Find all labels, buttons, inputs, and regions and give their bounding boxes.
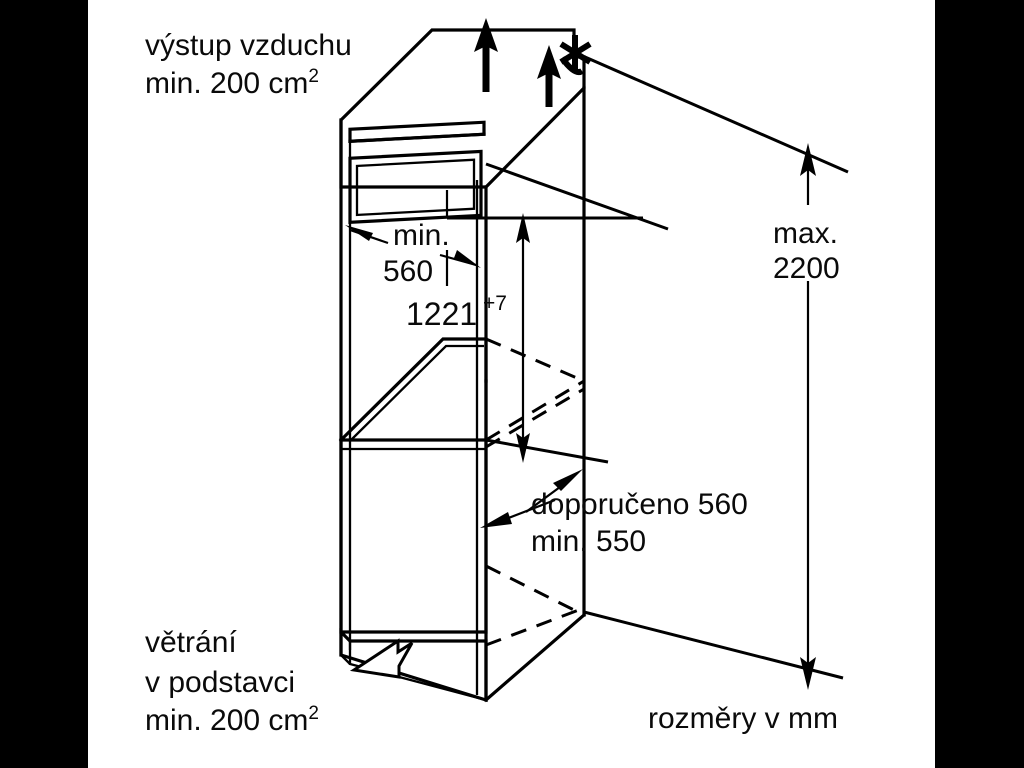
plinth-label-line3: min. 200 cm2 — [145, 703, 319, 737]
upper-opening-frame-outer — [348, 149, 483, 224]
middle-shelf-hidden-depth-bottom — [485, 379, 585, 442]
bottom-hidden-depth-b — [485, 606, 585, 647]
width-label-line2: 560 — [383, 255, 433, 288]
letterbox-left — [0, 0, 88, 768]
width-dim-arrow-right-icon — [454, 250, 481, 268]
diagram-canvas: min. 560 1221 +7 doporučeno 560 min. 550 — [88, 0, 935, 768]
plinth-airflow-arrow-icon — [349, 638, 414, 679]
bottom-hidden-depth-a — [485, 564, 585, 617]
depth-label-line2: min. 550 — [531, 525, 646, 558]
middle-shelf-hidden-depth-top — [485, 337, 585, 383]
middle-shelf-top-inner — [349, 344, 484, 442]
ext-line-upper-diag — [485, 162, 669, 231]
plinth-vent-block — [339, 628, 488, 703]
height-label-value: 1221 — [406, 296, 477, 332]
middle-shelf-front — [339, 379, 488, 442]
air-outlet-label-line2: min. 200 cm2 — [145, 66, 319, 100]
plinth-vent-corner — [340, 654, 351, 665]
max-height-arrow-bottom-icon — [800, 657, 816, 690]
dimension-depth: doporučeno 560 min. 550 — [480, 469, 748, 558]
middle-shelf-top-face — [338, 337, 488, 443]
depth-arrow-right-icon — [553, 469, 583, 491]
cabinet-bottom-right-edge — [483, 612, 587, 703]
height-label-tolerance: +7 — [483, 292, 507, 315]
ext-line-mid-diag — [485, 438, 609, 464]
air-outlet-arrows — [474, 18, 561, 107]
top-vent-slot-edge — [348, 132, 486, 143]
units-note: rozměry v mm — [648, 702, 838, 735]
air-arrow-2-head-icon — [537, 45, 561, 79]
width-label-line1: min. — [393, 219, 450, 252]
dimension-max-2200: max. 2200 — [766, 143, 906, 690]
extension-lines — [447, 55, 849, 680]
width-dim-arrow-left-icon — [345, 225, 373, 241]
middle-shelf-hidden-depth-bottom2 — [485, 387, 585, 449]
height-dim-arrow-bottom-icon — [516, 433, 530, 463]
depth-leader-upper — [525, 486, 561, 513]
air-outlet-label-line1: výstup vzduchu — [145, 29, 352, 62]
upper-opening-frame-inner — [355, 158, 476, 217]
ext-line-bottom-diag — [583, 610, 844, 680]
plinth-label-line1: větrání — [145, 626, 237, 659]
max-height-label-line2: 2200 — [773, 252, 840, 285]
letterbox-right — [935, 0, 1024, 768]
max-height-arrow-top-icon — [800, 143, 816, 176]
break-marker-icon — [559, 35, 592, 76]
air-outlet-label: výstup vzduchu min. 200 cm2 — [145, 29, 352, 100]
cabinet-outline — [338, 28, 587, 703]
plinth-label-line2: v podstavci — [145, 666, 295, 699]
installation-diagram: min. 560 1221 +7 doporučeno 560 min. 550 — [145, 18, 906, 737]
depth-arrow-left-icon — [480, 512, 512, 528]
lower-door-panel — [339, 438, 488, 634]
max-height-label-backdrop — [766, 205, 906, 281]
dimension-width-560: min. 560 — [345, 190, 481, 288]
break-marker-curve — [559, 56, 584, 76]
height-dim-arrow-top-icon — [516, 213, 530, 243]
ext-line-top — [584, 55, 849, 174]
air-arrow-1-head-icon — [474, 18, 498, 52]
plinth-vent-label: větrání v podstavci min. 200 cm2 — [145, 626, 414, 737]
max-height-label-line1: max. — [773, 217, 838, 250]
depth-label-line1: doporučeno 560 — [531, 488, 748, 521]
dimension-height-1221: 1221 +7 — [406, 213, 530, 463]
